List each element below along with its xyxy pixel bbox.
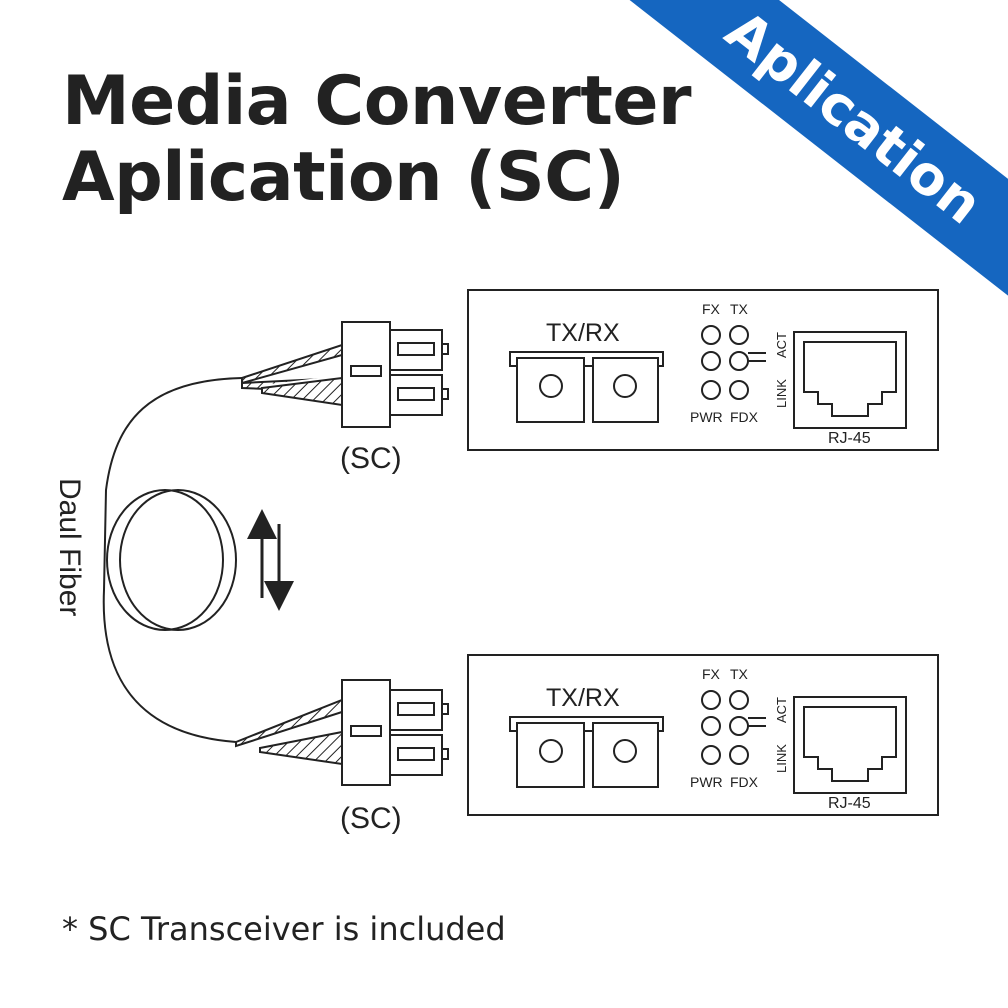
led-link [701,351,721,371]
led-label-fdx: FDX [730,409,759,425]
led-pwr [701,380,721,400]
rj45-label: RJ-45 [828,430,871,447]
sc-port [509,716,664,788]
title-line-2: Aplication (SC) [62,138,625,217]
led-fdx [729,380,749,400]
status-led-panel [701,325,766,400]
sc-port [509,351,664,423]
status-led-panel [701,690,766,765]
footnote: * SC Transceiver is included [62,910,506,948]
bidirectional-arrow-icon [247,509,294,611]
led-label-tx: TX [730,301,749,317]
led-tx [729,690,749,710]
led-label-link: LINK [774,744,789,773]
led-fdx [729,745,749,765]
title-line-1: Media Converter [62,62,692,141]
led-label-pwr: PWR [690,409,723,425]
rj45-label: RJ-45 [828,795,871,812]
media-converter-bottom: TX/RX FX TX PWR FDX ACT LINK RJ-45 [467,654,939,816]
fiber-coil-loop-2 [119,489,237,631]
cable-label: Daul Fiber [53,478,86,616]
port-label: TX/RX [546,684,620,712]
led-pwr [701,745,721,765]
rj45-port [793,331,907,429]
led-link [701,716,721,736]
fiber-cable [102,377,243,743]
led-label-link: LINK [774,379,789,408]
led-label-fx: FX [702,301,721,317]
led-label-fdx: FDX [730,774,759,790]
led-act [729,351,749,371]
sc-connector-label-bottom: (SC) [340,802,402,835]
media-converter-top: TX/RX FX TX PWR FDX ACT LINK RJ-45 [467,289,939,451]
led-label-pwr: PWR [690,774,723,790]
led-label-fx: FX [702,666,721,682]
page-title: Media Converter Aplication (SC) [62,62,692,217]
led-tx [729,325,749,345]
sc-connector-top [241,321,449,428]
led-label-act: ACT [774,332,789,358]
rj45-port [793,696,907,794]
sc-connector-label-top: (SC) [340,442,402,475]
led-act [729,716,749,736]
led-fx [701,325,721,345]
led-fx [701,690,721,710]
fiber-coil-loop-1 [106,489,224,631]
led-label-tx: TX [730,666,749,682]
port-label: TX/RX [546,319,620,347]
led-label-act: ACT [774,697,789,723]
sc-connector-bottom [235,679,449,786]
